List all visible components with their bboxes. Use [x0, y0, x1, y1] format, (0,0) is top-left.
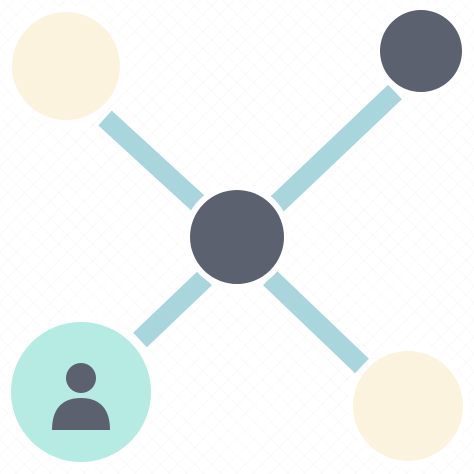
user-icon — [52, 363, 110, 430]
connector-bottom-left-fill — [133, 270, 212, 348]
user-body — [52, 398, 110, 430]
connector-top-right-fill — [269, 84, 402, 213]
connector-bottom-right-fill — [263, 270, 369, 374]
node-bottom-right — [347, 345, 469, 467]
connector-top-left-fill — [98, 110, 207, 213]
user-head — [66, 363, 96, 393]
node-top-right — [374, 4, 468, 98]
connector-lines — [95, 81, 405, 377]
hub-node — [184, 184, 290, 290]
node-top-left — [6, 6, 126, 126]
